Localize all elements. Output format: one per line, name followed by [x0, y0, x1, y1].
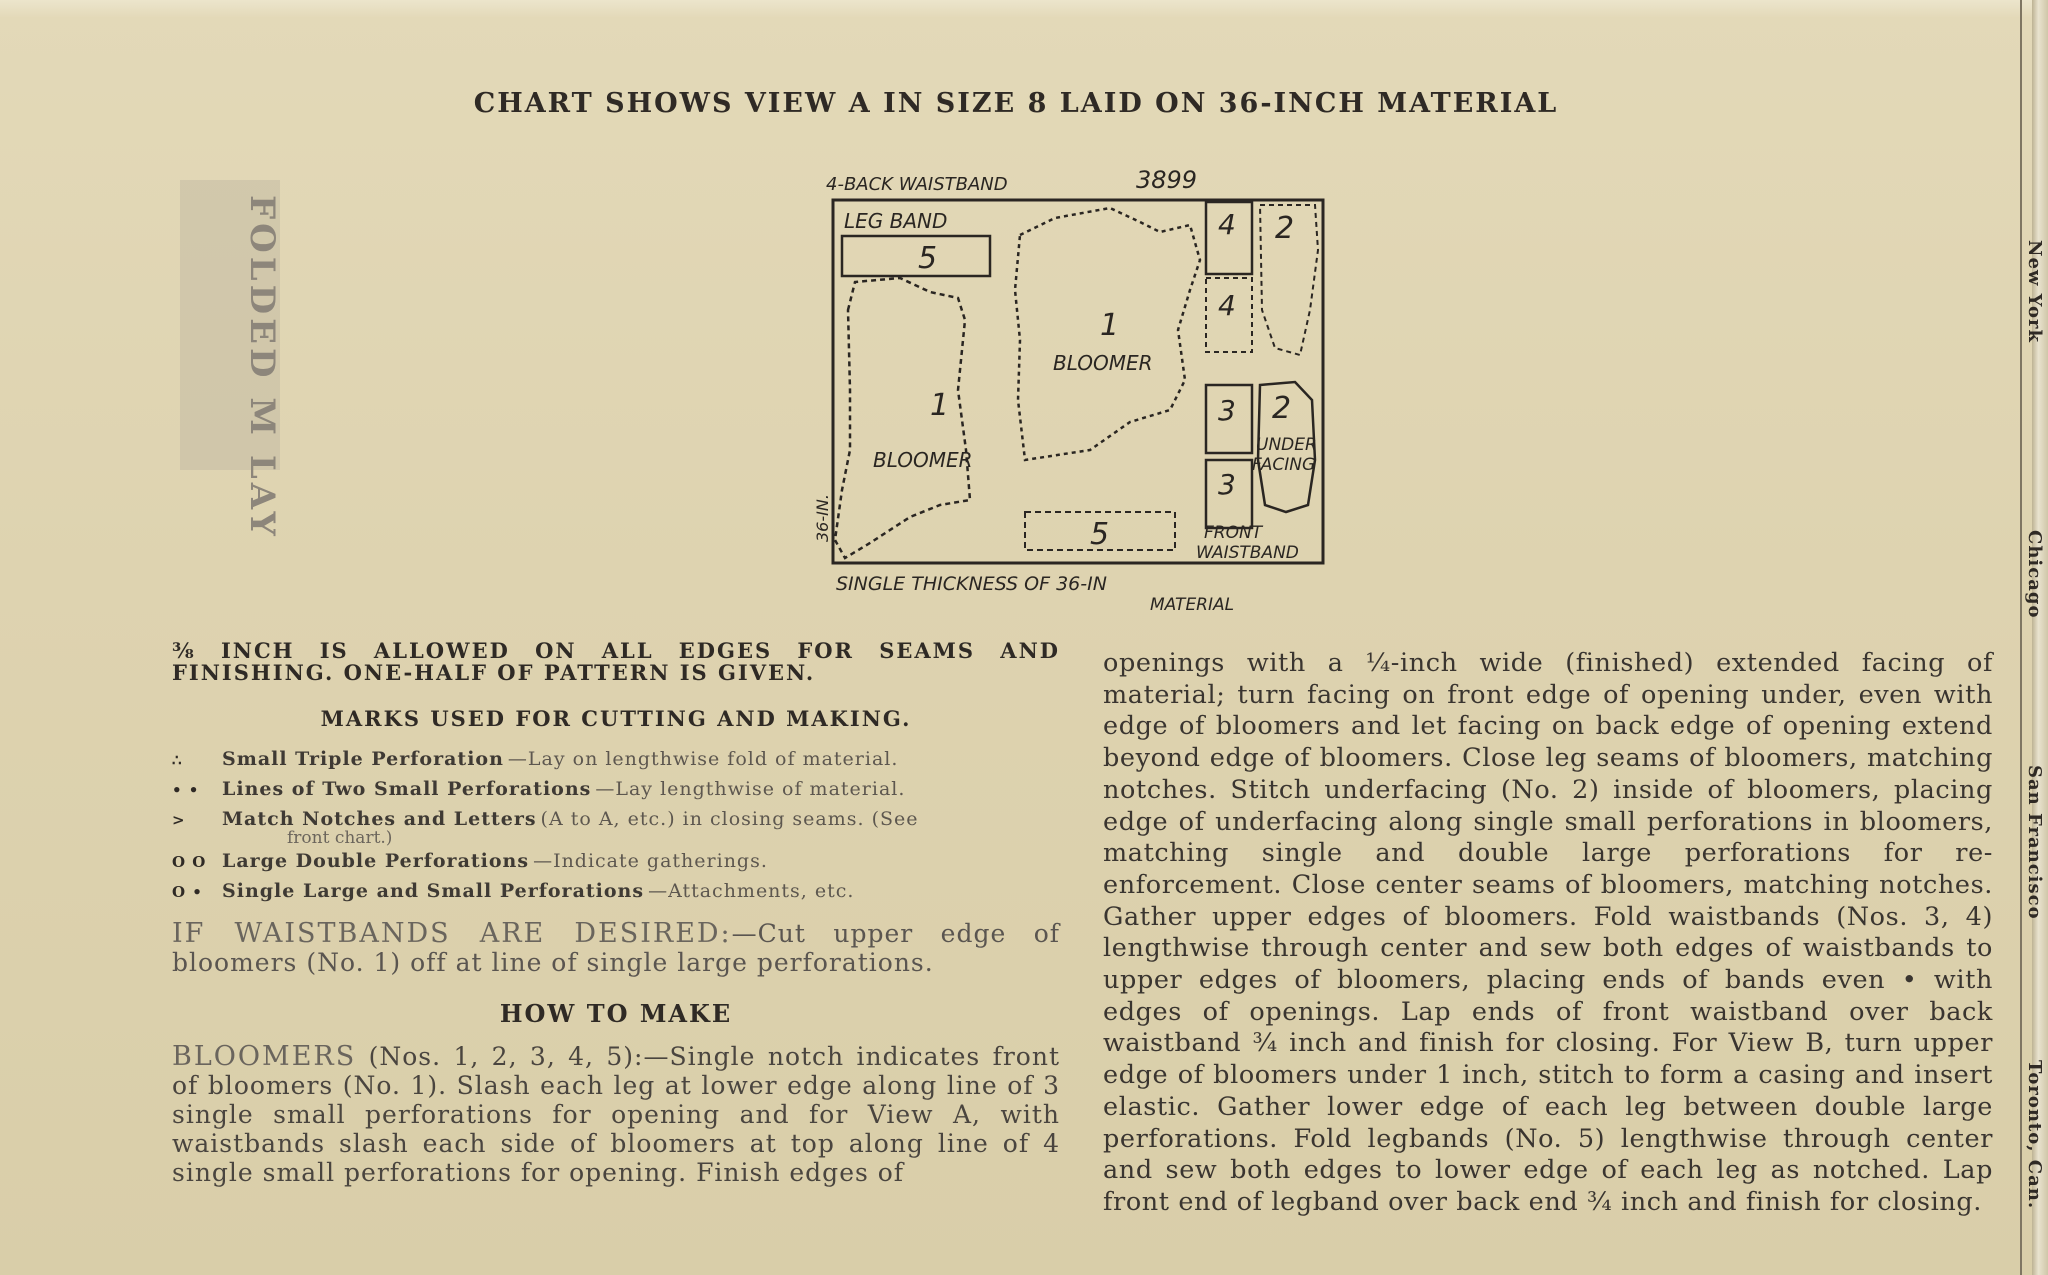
bloomers-lead: BLOOMERS: [172, 1041, 357, 1072]
seam-allowance-text: ⅜ INCH IS ALLOWED ON ALL EDGES FOR SEAMS…: [172, 638, 1060, 685]
back-waistband-piece-2: [1205, 277, 1253, 353]
diagram-bottom-label-2: MATERIAL: [1150, 595, 1234, 615]
two-perforations-icon: • •: [172, 781, 200, 799]
diagram-piece-2-bottom: 2: [1272, 391, 1291, 426]
left-column: ⅜ INCH IS ALLOWED ON ALL EDGES FOR SEAMS…: [172, 638, 1060, 1188]
mark-title: Small Triple Perforation: [222, 748, 504, 770]
front-waistband-piece-1: [1204, 383, 1254, 455]
diagram-bloomer-center: BLOOMER: [1053, 351, 1153, 375]
diagram-under-facing-line1: UNDER: [1256, 435, 1317, 455]
layout-diagram: 4-BACK WAISTBAND 3899 LEG BAND 5 1 BLOOM…: [813, 166, 1325, 615]
mark-desc: (A to A, etc.) in closing seams. (See: [540, 808, 919, 830]
city-san-francisco: San Francisco: [2024, 765, 2045, 920]
diagram-piece-3-bottom: 3: [1218, 468, 1236, 501]
mark-title: Large Double Perforations: [222, 850, 530, 872]
city-toronto: Toronto, Can.: [2024, 1060, 2045, 1210]
chart-heading: CHART SHOWS VIEW A IN SIZE 8 LAID ON 36-…: [473, 88, 1559, 119]
fold-line: [2020, 0, 2022, 1275]
mark-desc: —Indicate gatherings.: [533, 850, 768, 872]
right-column: openings with a ¼-inch wide (finished) e…: [1103, 648, 1993, 1219]
diagram-under-facing: UNDER FACING: [1252, 435, 1322, 475]
mark-item: • • Lines of Two Small Perforations —Lay…: [172, 775, 1060, 805]
material-frame: [831, 198, 1325, 565]
large-small-perforation-icon: O •: [172, 883, 203, 901]
instructions-continued: openings with a ¼-inch wide (finished) e…: [1103, 648, 1993, 1217]
diagram-piece-4-top: 4: [1218, 208, 1236, 241]
mark-title: Match Notches and Letters: [222, 808, 537, 830]
diagram-top-label: 4-BACK WAISTBAND: [826, 174, 1008, 195]
mark-title: Lines of Two Small Perforations: [222, 778, 592, 800]
mark-desc: —Attachments, etc.: [648, 880, 855, 902]
diagram-legband-label: LEG BAND: [844, 209, 947, 233]
legband-piece: [840, 234, 992, 278]
faded-stamp: [180, 180, 280, 470]
mark-desc: —Lay on lengthwise fold of material.: [507, 748, 899, 770]
diagram-piece-3-top: 3: [1218, 394, 1236, 427]
city-chicago: Chicago: [2024, 530, 2045, 619]
legband-bottom-piece: [1024, 511, 1176, 551]
diagram-bloomer-left: BLOOMER: [873, 448, 973, 472]
how-to-make-title: HOW TO MAKE: [499, 999, 733, 1028]
waistband-text: —Cut upper edge of bloomers (No. 1) off …: [172, 919, 1061, 977]
diagram-piece-2-top: 2: [1275, 211, 1294, 246]
diagram-piece-5-top: 5: [918, 241, 937, 276]
mark-desc: —Lay lengthwise of material.: [595, 778, 906, 800]
diagram-side-label: 36-IN.: [813, 494, 832, 542]
city-new-york: New York: [2024, 240, 2045, 343]
waistband-instructions: IF WAISTBANDS ARE DESIRED:—Cut upper edg…: [172, 919, 1060, 977]
top-edge: [0, 0, 2032, 18]
marks-title: MARKS USED FOR CUTTING AND MAKING.: [320, 706, 912, 731]
triple-perforation-icon: ∴: [172, 751, 183, 769]
large-double-perforation-icon: O O: [172, 853, 207, 871]
underfacing-piece-2: [1256, 380, 1317, 514]
diagram-bottom-label-1: SINGLE THICKNESS OF 36-IN: [836, 573, 1107, 595]
stamp-text: FOLDED M LAY: [242, 195, 282, 540]
diagram-piece-4-bottom: 4: [1218, 289, 1236, 322]
diagram-piece-5-bottom: 5: [1090, 517, 1109, 552]
mark-item: > Match Notches and Letters (A to A, etc…: [172, 805, 1060, 835]
underfacing-piece-1: [1258, 204, 1320, 357]
diagram-front-waistband: FRONT WAISTBAND: [1196, 523, 1299, 563]
diagram-under-facing-line2: FACING: [1252, 455, 1315, 475]
mark-title: Single Large and Small Perforations: [222, 880, 645, 902]
mark-item: ∴ Small Triple Perforation —Lay on lengt…: [172, 745, 1060, 775]
marks-list: ∴ Small Triple Perforation —Lay on lengt…: [172, 745, 1060, 907]
left-bloomer-outline: [833, 276, 972, 560]
mark-item: O • Single Large and Small Perforations …: [172, 877, 1060, 907]
waistband-lead: IF WAISTBANDS ARE DESIRED:: [172, 918, 732, 949]
bloomers-instructions: BLOOMERS (Nos. 1, 2, 3, 4, 5):—Single no…: [172, 1042, 1060, 1187]
back-waistband-piece-1: [1204, 200, 1254, 276]
front-waistband-piece-2: [1204, 458, 1254, 530]
notch-icon: >: [172, 811, 186, 829]
diagram-piece-1-center: 1: [1100, 308, 1119, 343]
diagram-piece-1-left: 1: [930, 388, 949, 423]
center-bloomer-outline: [1013, 206, 1202, 462]
diagram-pattern-number: 3899: [1136, 166, 1197, 194]
envelope-edge: [2032, 0, 2048, 1275]
bloomers-text: (Nos. 1, 2, 3, 4, 5):—Single notch indic…: [172, 1042, 1060, 1187]
mark-note: front chart.): [287, 828, 393, 848]
mark-item: O O Large Double Perforations —Indicate …: [172, 847, 1060, 877]
